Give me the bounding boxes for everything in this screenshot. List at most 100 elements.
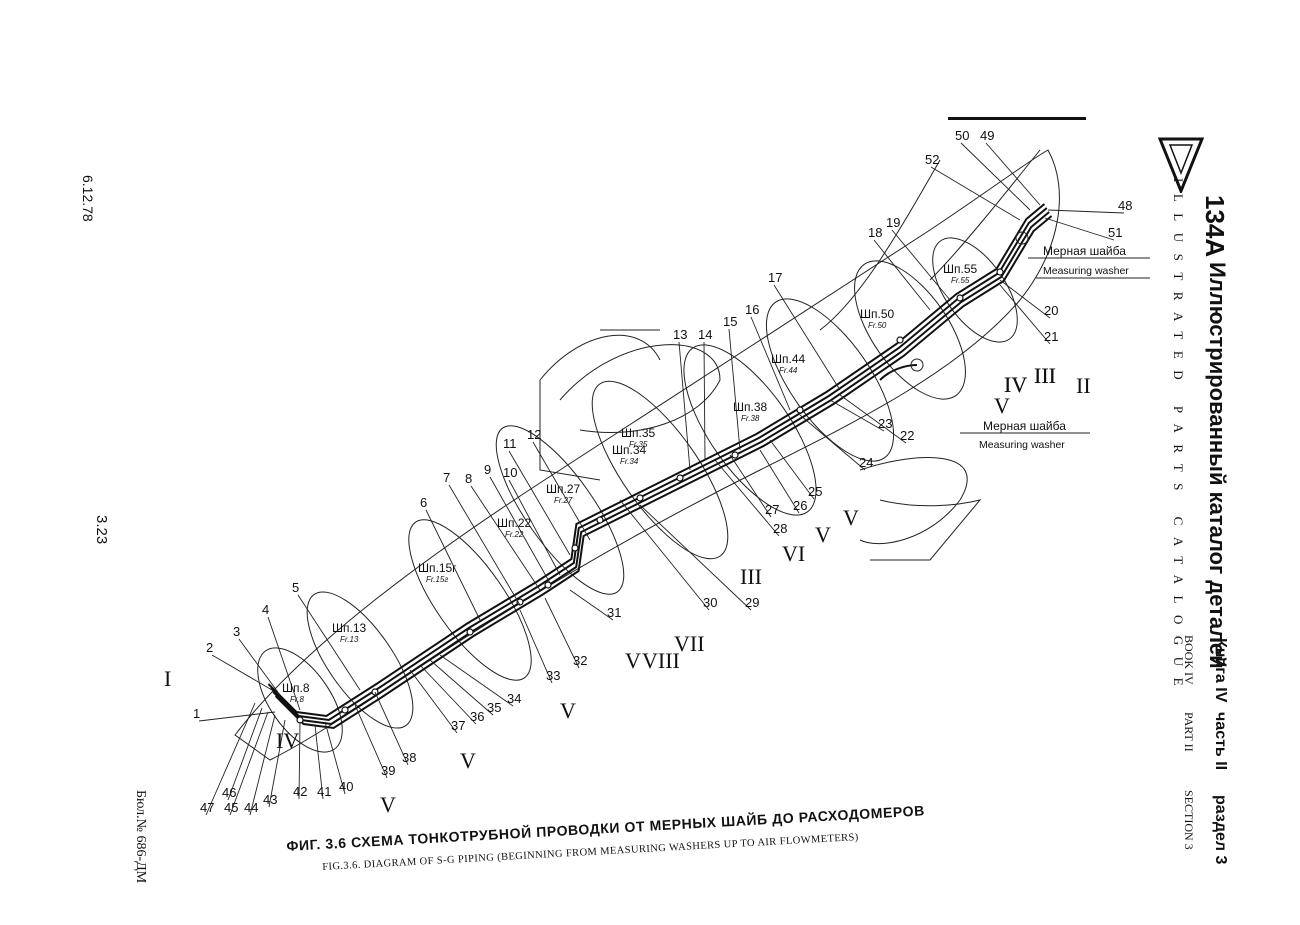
leader-line: [267, 616, 301, 711]
frame-label-en: Fr.38: [741, 414, 760, 423]
frame-label-ru: Шп.34: [612, 443, 647, 457]
part-number-24: 24: [859, 455, 873, 470]
part-number-49: 49: [980, 128, 994, 143]
logo-mark: [1157, 137, 1205, 196]
engine-nacelle-right: [859, 457, 968, 545]
leader-line: [489, 476, 551, 584]
frame-ring: [306, 591, 414, 729]
part-number-3: 3: [233, 624, 240, 639]
leader-line: [532, 441, 591, 541]
part-number-41: 41: [317, 784, 331, 799]
part-number-7: 7: [443, 470, 450, 485]
pipe-clamp: [996, 268, 1004, 276]
washer-lower-ru: Мерная шайба: [983, 419, 1066, 433]
leader-line: [419, 664, 477, 725]
part-number-30: 30: [703, 595, 717, 610]
frame-label-en: Fr.55: [951, 276, 970, 285]
frame-label-en: Fr.8: [290, 695, 304, 704]
washer-icon: [1015, 231, 1029, 245]
leader-line: [678, 341, 691, 471]
leader-line: [470, 485, 541, 591]
section-mark-13: VII: [674, 631, 705, 656]
part-number-15: 15: [723, 314, 737, 329]
leader-line: [799, 414, 866, 471]
measuring-washer-lower: Мерная шайба Measuring washer: [910, 358, 1090, 451]
frame-label-ru: Шп.22: [497, 516, 532, 530]
frame-label-ru: Шп.55: [943, 262, 978, 276]
leader-line: [374, 691, 409, 766]
section-mark-1: I: [164, 666, 171, 691]
pipe-clamp: [636, 494, 644, 502]
part-number-21: 21: [1044, 329, 1058, 344]
triangle-logo-icon: [1157, 137, 1205, 196]
leader-line: [298, 721, 301, 800]
leader-line: [985, 142, 1041, 206]
leader-line: [297, 594, 361, 691]
frame-label-ru: Шп.38: [733, 400, 768, 414]
part-number-51: 51: [1108, 225, 1122, 240]
pipe-clamp: [676, 474, 684, 482]
leader-line: [508, 450, 571, 556]
part-number-27: 27: [765, 502, 779, 517]
frame-label-en: Fr.50: [868, 321, 887, 330]
section-mark-11: V: [380, 792, 396, 817]
part-number-19: 19: [886, 215, 900, 230]
frame-ring: [765, 298, 895, 462]
leader-line: [268, 719, 286, 808]
section-mark-10: V: [460, 748, 476, 773]
washer-lower-en: Measuring washer: [979, 439, 1065, 451]
frame-label-ru: Шп.35: [621, 426, 656, 440]
frame-label-ru: Шп.8: [282, 681, 310, 695]
part-number-26: 26: [793, 498, 807, 513]
part-number-13: 13: [673, 327, 687, 342]
frame-label-en: Fr.15г: [426, 575, 448, 584]
frame-label-en: Fr.34: [620, 457, 639, 466]
leader-line: [544, 597, 580, 669]
part-number-1: 1: [193, 706, 200, 721]
part-number-47: 47: [200, 800, 214, 815]
leader-line: [839, 394, 907, 444]
leader-line: [519, 609, 553, 684]
leader-line: [439, 654, 514, 707]
frame-label-ru: Шп.27: [546, 482, 581, 496]
part-number-33: 33: [546, 668, 560, 683]
washer-upper-ru: Мерная шайба: [1043, 244, 1126, 258]
leader-line: [198, 711, 276, 722]
part-number-14: 14: [698, 327, 712, 342]
leader-line: [429, 659, 494, 716]
frame-label-ru: Шп.15г: [418, 561, 457, 575]
part-number-39: 39: [381, 763, 395, 778]
leader-line: [639, 504, 752, 611]
pipe-line-3: [272, 211, 1050, 726]
leader-line: [569, 589, 614, 621]
part-number-18: 18: [868, 225, 882, 240]
part-number-23: 23: [878, 416, 892, 431]
leader-line: [354, 704, 388, 779]
section-mark-15: III: [740, 564, 762, 589]
leader-line: [750, 316, 791, 411]
part-number-32: 32: [573, 653, 587, 668]
leader-line: [249, 714, 276, 816]
part-number-40: 40: [339, 779, 353, 794]
part-number-22: 22: [900, 428, 914, 443]
pipe-clamp: [956, 294, 964, 302]
section-mark-4: IV: [1004, 372, 1027, 397]
part-number-37: 37: [451, 718, 465, 733]
frame-ring: [591, 380, 729, 560]
section-mark-14: VIII: [642, 648, 680, 673]
part-number-20: 20: [1044, 303, 1058, 318]
part-number-12: 12: [527, 427, 541, 442]
pipe-clamp: [731, 451, 739, 459]
frame-label-ru: Шп.50: [860, 307, 895, 321]
pipe-clamp: [544, 581, 552, 589]
leader-line: [773, 284, 841, 391]
part-number-4: 4: [262, 602, 269, 617]
section-mark-7: V: [815, 522, 831, 547]
leader-line: [891, 229, 951, 301]
part-number-34: 34: [507, 691, 521, 706]
part-number-25: 25: [808, 484, 822, 499]
leader-line: [508, 479, 561, 576]
header-rule: [948, 117, 1086, 120]
leader-line: [314, 724, 324, 800]
part-number-29: 29: [745, 595, 759, 610]
